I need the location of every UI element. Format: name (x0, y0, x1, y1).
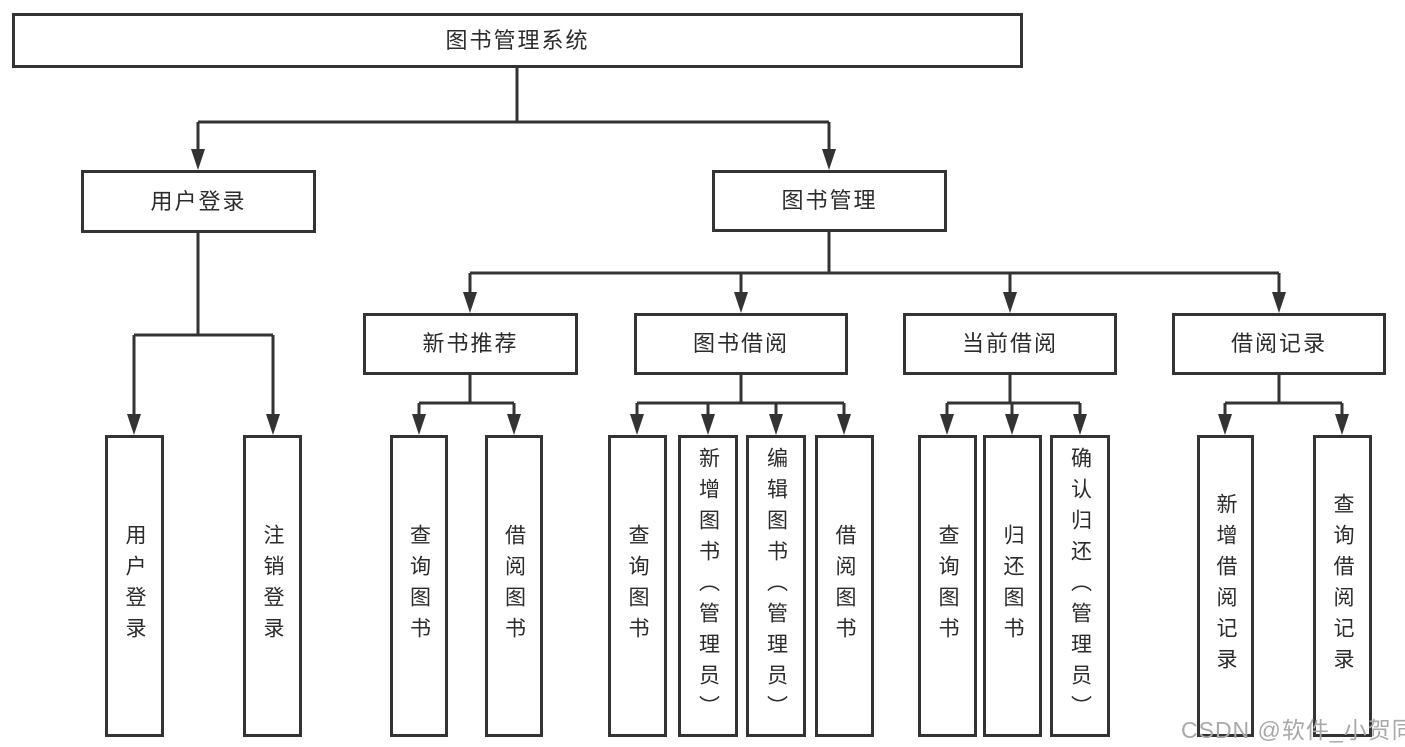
arrowhead-icon (412, 414, 426, 435)
arrowhead-icon (1272, 292, 1286, 313)
leaf-logout: 注销登录 (243, 435, 302, 737)
arrowhead-icon (1218, 414, 1232, 435)
arrowhead-icon (630, 414, 644, 435)
arrowhead-icon (1003, 292, 1017, 313)
node-user-login: 用户登录 (81, 170, 316, 233)
connector-records (1223, 375, 1344, 417)
connector-borrow (635, 375, 846, 417)
arrowhead-icon (734, 292, 748, 313)
arrowhead-icon (822, 149, 836, 170)
arrowhead-icon (463, 292, 477, 313)
arrowhead-icon (1335, 414, 1349, 435)
leaf-query-books-current: 查询图书 (918, 435, 977, 737)
leaf-user-login: 用户登录 (105, 435, 164, 737)
arrowhead-icon (701, 414, 715, 435)
leaf-borrow-books: 借阅图书 (815, 435, 874, 737)
watermark: CSDN @软件_小贺同学 (1181, 717, 1405, 743)
leaf-return-book: 归还图书 (983, 435, 1042, 737)
arrowhead-icon (1005, 414, 1019, 435)
node-current-borrow: 当前借阅 (903, 313, 1117, 375)
leaf-add-book-admin: 新增图书（管理员） (678, 435, 738, 737)
connector-user-login (132, 233, 275, 417)
connector-book-management (468, 232, 1281, 295)
connector-root (196, 68, 831, 152)
leaf-borrow-books-recommend: 借阅图书 (485, 435, 543, 737)
arrowhead-icon (127, 414, 141, 435)
node-borrow-records: 借阅记录 (1172, 313, 1386, 375)
arrowhead-icon (507, 414, 521, 435)
arrowhead-icon (769, 414, 783, 435)
leaf-query-books-recommend: 查询图书 (390, 435, 448, 737)
connector-current (945, 375, 1082, 417)
leaf-query-books-borrow: 查询图书 (608, 435, 667, 737)
node-book-management: 图书管理 (712, 170, 947, 232)
node-new-book-recommend: 新书推荐 (363, 313, 578, 375)
connector-new-books (417, 375, 516, 417)
leaf-query-borrow-record: 查询借阅记录 (1313, 435, 1372, 737)
node-root: 图书管理系统 (12, 13, 1023, 68)
leaf-edit-book-admin: 编辑图书（管理员） (746, 435, 806, 737)
arrowhead-icon (837, 414, 851, 435)
arrowhead-icon (1073, 414, 1087, 435)
leaf-add-borrow-record: 新增借阅记录 (1197, 435, 1254, 737)
arrowhead-icon (191, 149, 205, 170)
arrowhead-icon (940, 414, 954, 435)
arrowhead-icon (266, 414, 280, 435)
node-book-borrow: 图书借阅 (634, 313, 848, 375)
leaf-confirm-return-admin: 确认归还（管理员） (1050, 435, 1110, 737)
